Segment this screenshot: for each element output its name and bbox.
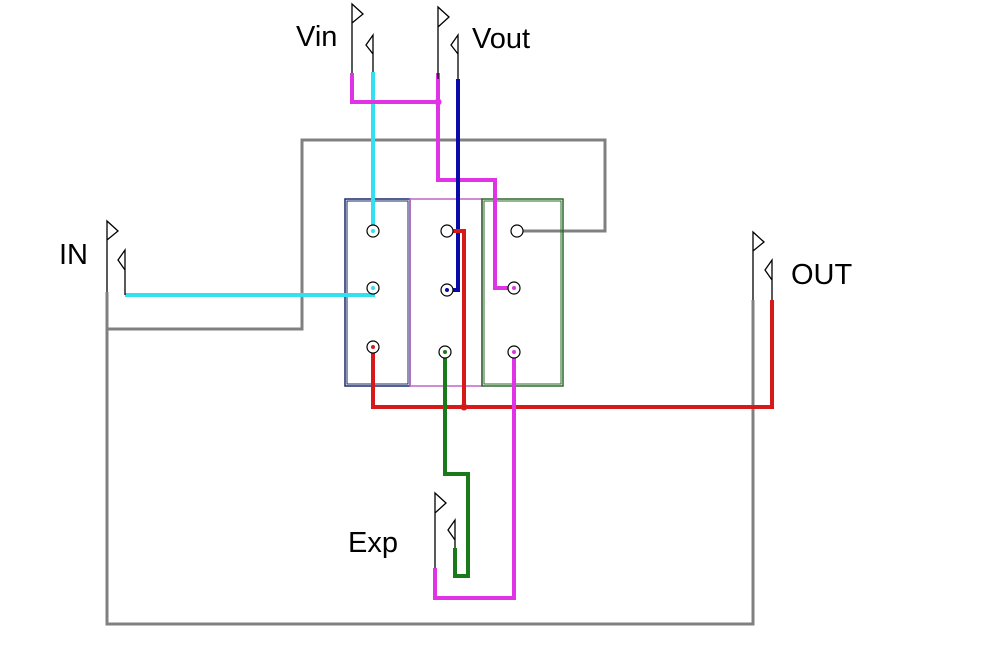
jack-in-icon	[106, 219, 126, 295]
lug-wire-ends	[371, 229, 516, 354]
lug-wire-end	[512, 286, 516, 290]
jack-out-icon	[752, 230, 773, 300]
switch-body-right-inner	[483, 200, 562, 385]
vin-vout-wire	[350, 73, 438, 104]
jack-vout-icon	[437, 5, 459, 79]
switch-body-right	[481, 198, 564, 387]
vout-blue-wire	[447, 79, 460, 292]
switch-lug	[440, 224, 454, 238]
lug-wire-end	[371, 229, 375, 233]
vout-magenta-wire	[436, 73, 517, 290]
jack-label-out: OUT	[791, 259, 853, 291]
ground-wire-outer-loop	[105, 292, 755, 626]
junctions	[434, 98, 468, 411]
out-red-wire	[371, 300, 774, 409]
lug-wire-end	[512, 350, 516, 354]
exp-green-wire	[443, 352, 470, 578]
exp-magenta-wire	[433, 352, 516, 600]
switch-body-left-inner	[346, 200, 409, 385]
jack-label-in: IN	[59, 239, 88, 271]
jack-symbols	[106, 2, 773, 568]
ground-wire-top-loop	[107, 138, 607, 331]
jack-label-vin: Vin	[296, 21, 338, 53]
switch-lugs	[366, 224, 524, 359]
jack-vin-icon	[351, 2, 374, 73]
lug-wire-end	[443, 350, 447, 354]
lug-wire-end	[445, 288, 449, 292]
lug-wire-end	[371, 286, 375, 290]
wires	[125, 72, 774, 600]
jack-label-vout: Vout	[472, 23, 531, 55]
jack-exp-icon	[434, 491, 456, 568]
out-red-wire-lug	[447, 229, 466, 407]
lug-wire-end	[371, 345, 375, 349]
junction-dot-out	[460, 403, 468, 411]
switch-lug	[510, 224, 524, 238]
ground-wire	[105, 138, 755, 626]
junction-dot-vin-vout	[434, 98, 442, 106]
switch-3pdt	[344, 198, 564, 387]
in-tip-wire-to-switch	[125, 288, 375, 297]
jack-label-exp: Exp	[348, 527, 398, 559]
